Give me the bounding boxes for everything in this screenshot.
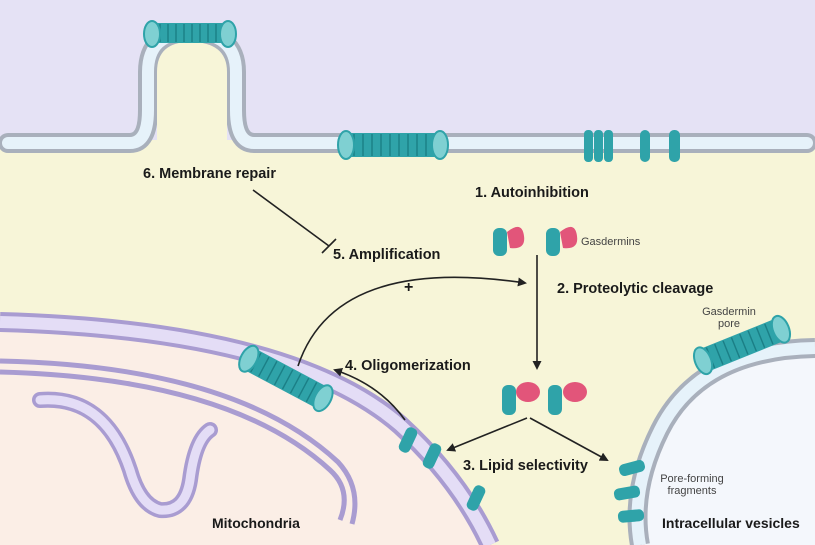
pathway-arrows (252, 189, 609, 461)
extracellular-space (0, 0, 815, 150)
fragments-vesicle (613, 459, 645, 523)
gasdermin-pore-vesicle (692, 314, 792, 376)
gasdermin-full-length-1 (493, 226, 525, 256)
gasdermin-cleaved-2 (548, 382, 587, 415)
inhibition-membrane-repair (252, 189, 330, 247)
label-gasdermin-pore: Gasdermin pore (694, 306, 764, 330)
arrow-to-vesicle (529, 417, 609, 461)
label-intracellular-vesicles: Intracellular vesicles (662, 515, 800, 531)
gasdermin-pore-mitochondria (238, 344, 334, 413)
membrane-bleb (157, 42, 227, 140)
label-fragments-line1: Pore-forming (660, 473, 724, 485)
label-fragments-line2: fragments (667, 485, 717, 497)
gasdermin-full-length-2 (546, 226, 578, 256)
gasdermin-pore-plasma (337, 130, 449, 160)
plus-sign: + (404, 279, 414, 296)
inserted-fragments-plasma (584, 130, 680, 162)
label-gasdermin-pore-line2: pore (717, 318, 741, 330)
fragments-mitochondria (398, 427, 486, 511)
label-gasdermin-pore-line1: Gasdermin (702, 306, 756, 318)
step-membrane-repair: 6. Membrane repair (143, 166, 276, 182)
step-amplification: 5. Amplification (333, 247, 441, 263)
label-mitochondria: Mitochondria (212, 515, 300, 531)
intracellular-vesicle (627, 338, 815, 545)
label-pore-forming-fragments: Pore-forming fragments (652, 473, 732, 497)
arrow-amplification (297, 276, 527, 367)
step-oligomerization: 4. Oligomerization (345, 358, 471, 374)
step-lipid-selectivity: 3. Lipid selectivity (463, 458, 588, 474)
inhibition-bar (321, 238, 337, 254)
arrow-to-mitochondria (446, 417, 528, 452)
step-autoinhibition: 1. Autoinhibition (475, 185, 589, 201)
gasdermin-cleaved-1 (502, 382, 540, 415)
label-gasdermins: Gasdermins (581, 236, 641, 248)
mitochondrion (0, 312, 500, 545)
step-proteolytic-cleavage: 2. Proteolytic cleavage (557, 281, 714, 297)
arrow-oligomerization (333, 367, 406, 421)
gasdermin-pore-bleb (143, 20, 237, 48)
